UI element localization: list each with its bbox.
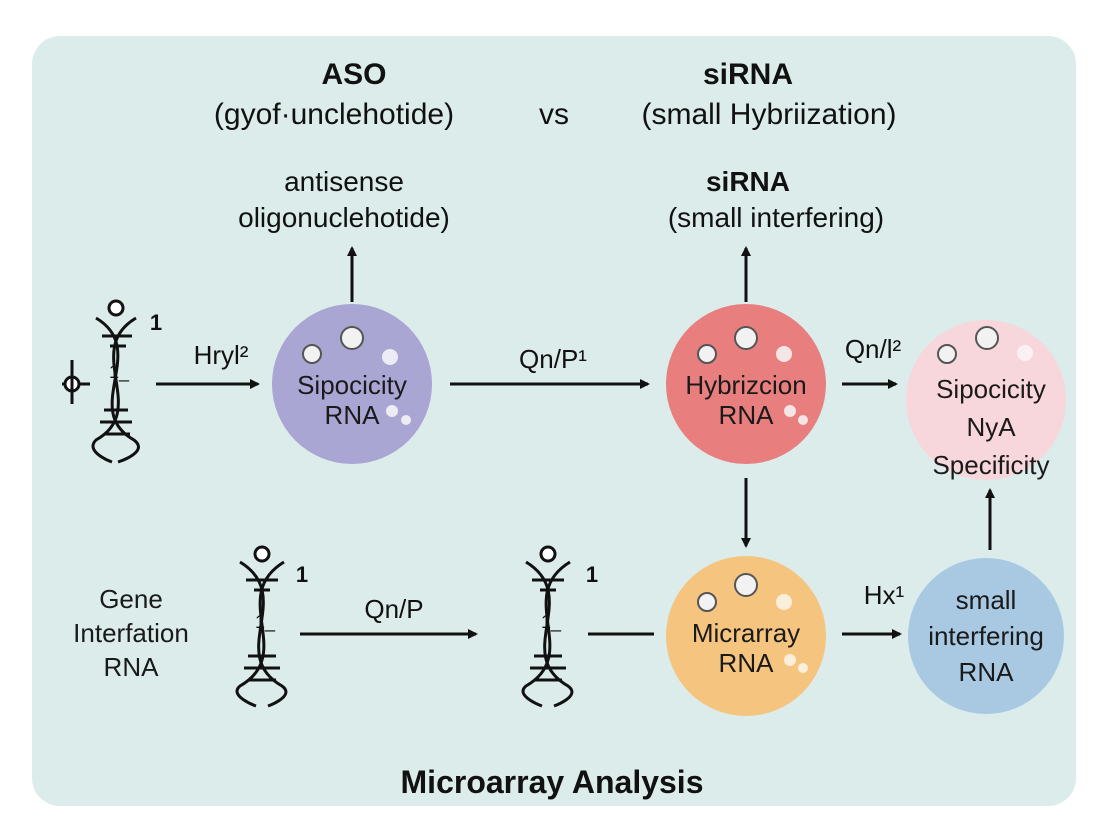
node-hybrizcion-line2: RNA bbox=[718, 400, 774, 430]
edge-label-hx1: Hx¹ bbox=[863, 580, 905, 610]
diagram-panel bbox=[32, 36, 1076, 806]
aso-subtitle: (gyof·unclehotide) bbox=[213, 98, 455, 131]
gene-interfation-label: Gene Interfation RNA bbox=[56, 582, 206, 684]
dna-bottom-left-sup: 1 bbox=[295, 562, 309, 587]
node-hybrizcion-circle bbox=[666, 304, 826, 464]
node-sipocicity-line1: Sipocicity bbox=[297, 370, 407, 400]
edge-label-qnp1: Qn/P¹ bbox=[519, 344, 587, 374]
node-hybrizcion-label: Hybrizcion RNA bbox=[666, 370, 826, 430]
dna-helix-icon-bottom-left bbox=[235, 545, 288, 708]
node-micrarray-label: Micrarray RNA bbox=[666, 618, 826, 678]
edge-label-hryl: Hryl² bbox=[193, 340, 249, 370]
antisense-label-line1: antisense bbox=[284, 166, 404, 197]
node-nya-line1: Sipocicity bbox=[936, 374, 1046, 404]
node-hybrizcion-line1: Hybrizcion bbox=[685, 370, 807, 400]
dna-bottom-mid-sup: 1 bbox=[585, 562, 599, 587]
node-small-line2: interfering bbox=[928, 621, 1044, 651]
edge-label-qnp: Qn/P bbox=[364, 594, 424, 624]
node-small-interfering-label: small interfering RNA bbox=[906, 582, 1066, 690]
node-micrarray-line1: Micrarray bbox=[691, 618, 801, 648]
antisense-label-line2: oligonuclehotide) bbox=[238, 202, 450, 233]
node-nya-line2: NyA bbox=[966, 412, 1016, 442]
footer-title: Microarray Analysis bbox=[400, 764, 704, 800]
node-sipocicity-label: Sipocicity RNA bbox=[272, 370, 432, 430]
sirna-title: siRNA bbox=[702, 58, 793, 91]
sirna-label-subtitle: (small interfering) bbox=[667, 202, 885, 233]
node-small-line1: small bbox=[955, 585, 1017, 615]
edges bbox=[156, 246, 995, 639]
node-small-line3: RNA bbox=[958, 657, 1014, 687]
dna-bottom-mid-inner: 1_ bbox=[540, 612, 562, 632]
node-sipocicity-nya-label: Sipocicity NyA Specificity bbox=[906, 370, 1076, 484]
dna-helix-icon-bottom-middle bbox=[521, 545, 574, 708]
gene-label-line3: RNA bbox=[103, 652, 159, 682]
node-small-interfering-circle bbox=[908, 558, 1064, 714]
sirna-subtitle: (small Hybriization) bbox=[641, 98, 897, 131]
dna-top-left-sup: 1 bbox=[149, 310, 163, 335]
dna-top-left-inner: 1_ bbox=[108, 362, 130, 382]
node-micrarray-line2: RNA bbox=[718, 648, 774, 678]
gene-label-line2: Interfation bbox=[73, 618, 189, 648]
node-nya-line3: Specificity bbox=[932, 450, 1050, 480]
aso-title: ASO bbox=[321, 58, 387, 91]
sirna-label-title: siRNA bbox=[705, 166, 790, 197]
edge-label-qnl2: Qn/l² bbox=[844, 334, 902, 364]
gene-label-line1: Gene bbox=[99, 584, 163, 614]
dna-helix-icon-top-left bbox=[62, 299, 140, 464]
vs-label: vs bbox=[539, 98, 569, 131]
dna-bottom-left-inner: 1_ bbox=[254, 612, 276, 632]
node-bubbles bbox=[302, 326, 1033, 673]
node-sipocicity-line2: RNA bbox=[324, 400, 380, 430]
